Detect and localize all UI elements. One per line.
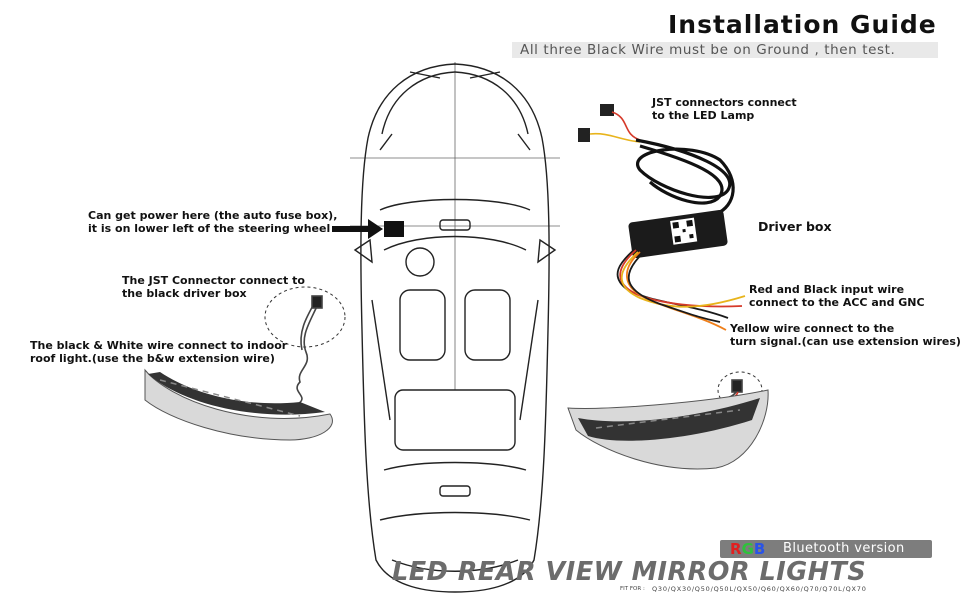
red-black-wire-label: Red and Black input wire connect to the …	[749, 283, 925, 309]
jst-led-line-2: to the LED Lamp	[652, 109, 755, 122]
power-source-line-2: it is on lower left of the steering whee…	[88, 222, 331, 235]
red-black-line-1: Red and Black input wire	[749, 283, 905, 296]
jst-driver-label: The JST Connector connect to the black d…	[122, 274, 305, 300]
rgb-logo-r: R	[730, 540, 742, 558]
driver-box-label: Driver box	[758, 219, 832, 234]
left-mirror-light	[144, 368, 333, 441]
fit-for-models: Q30/QX30/Q50/Q50L/QX50/Q60/QX60/Q70/Q70L…	[652, 585, 867, 593]
fuse-box-pointer	[332, 219, 404, 239]
bw-wire-line-2: roof light.(use the b&w extension wire)	[30, 352, 275, 365]
red-black-line-2: connect to the ACC and GNC	[749, 296, 925, 309]
driver-box	[628, 210, 728, 258]
page-subtitle: All three Black Wire must be on Ground ,…	[520, 42, 896, 58]
yellow-wire-line-2: turn signal.(can use extension wires)	[730, 335, 961, 348]
yellow-wire-label: Yellow wire connect to the turn signal.(…	[730, 322, 961, 348]
bluetooth-version-text: Bluetooth version	[783, 541, 905, 556]
yellow-wire-line-1: Yellow wire connect to the	[730, 322, 895, 335]
subtitle-background	[512, 42, 938, 58]
fit-for-label: FIT FOR :	[620, 586, 645, 592]
output-wires	[616, 247, 746, 331]
bw-wire-label: The black & White wire connect to indoor…	[30, 339, 287, 365]
page-title: Installation Guide	[668, 10, 937, 39]
guide-lines	[350, 62, 560, 390]
jst-led-line-1: JST connectors connect	[652, 96, 797, 109]
rgb-logo: RGB	[730, 540, 765, 558]
right-mirror-light	[567, 389, 769, 470]
product-name: LED REAR VIEW MIRROR LIGHTS	[392, 557, 867, 587]
bluetooth-badge	[720, 540, 932, 558]
left-wire	[296, 295, 323, 405]
power-source-label: Can get power here (the auto fuse box), …	[88, 209, 337, 235]
car-outline	[353, 63, 557, 593]
power-source-line-1: Can get power here (the auto fuse box),	[88, 209, 338, 222]
bw-wire-line-1: The black & White wire connect to indoor	[30, 339, 288, 352]
jst-driver-line-2: the black driver box	[122, 287, 247, 300]
rgb-logo-g: G	[741, 540, 754, 558]
right-jst-connectors	[578, 104, 641, 143]
jst-led-label: JST connectors connect to the LED Lamp	[652, 96, 797, 122]
rgb-logo-b: B	[753, 540, 766, 558]
jst-driver-line-1: The JST Connector connect to	[122, 274, 305, 287]
